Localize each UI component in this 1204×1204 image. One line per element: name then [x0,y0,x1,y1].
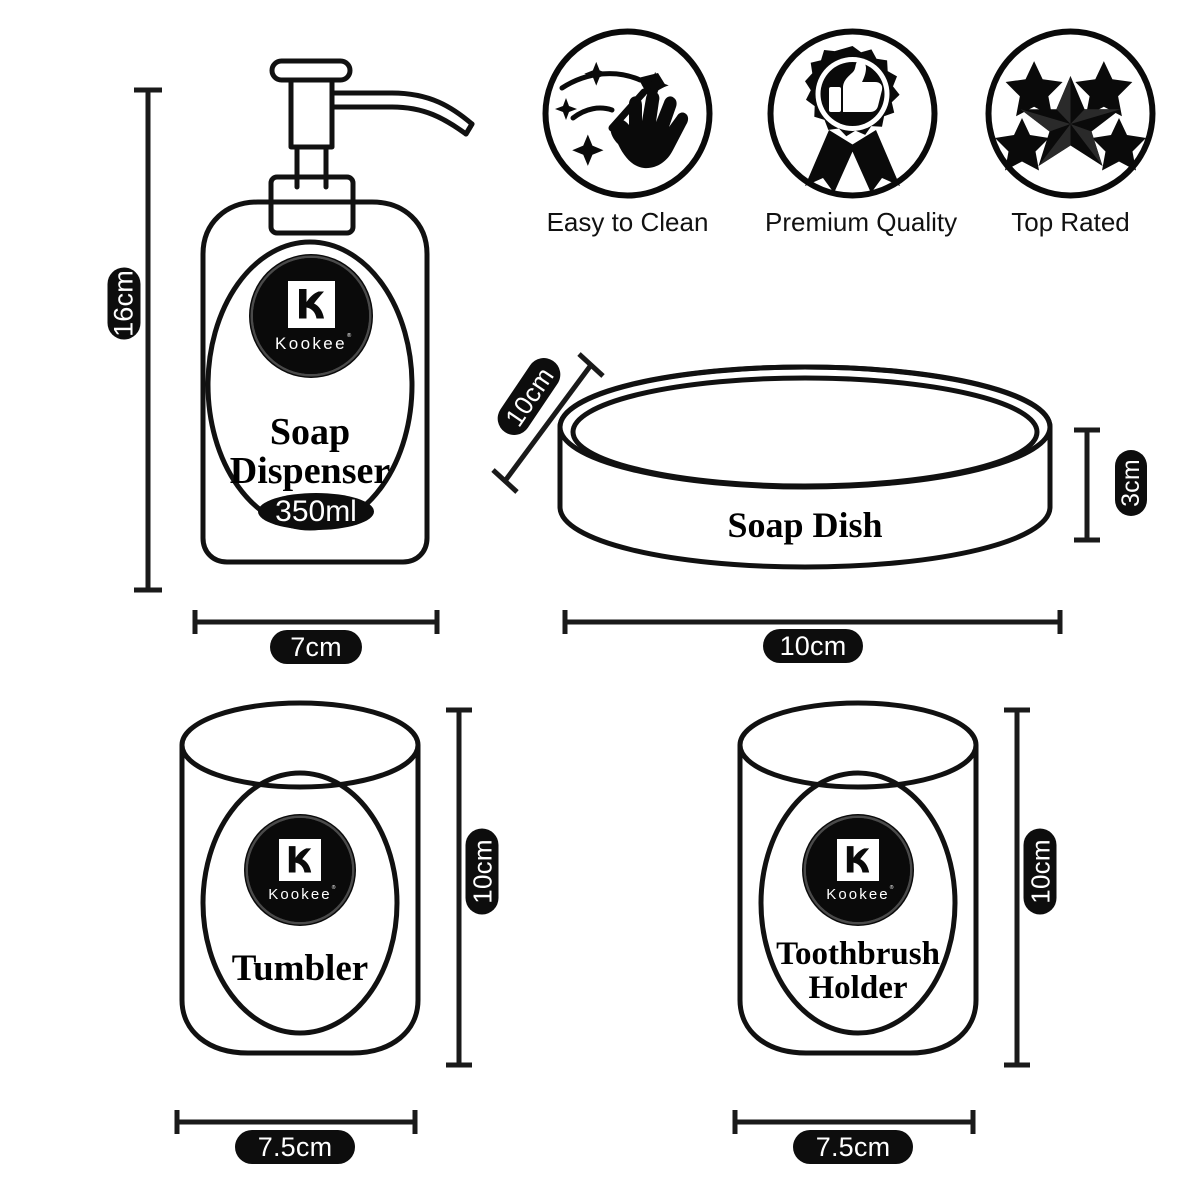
tumbler-width-label: 7.5cm [235,1130,355,1164]
tumbler-illustration [179,700,421,1056]
feature-label-top-rated: Top Rated [1011,207,1130,237]
tumbler-caption: Tumbler [231,948,369,989]
feature-easy-to-clean: Easy to Clean [540,26,715,238]
soap-dispenser-height-label: 16cm [107,267,141,340]
feature-label-easy-to-clean: Easy to Clean [546,207,709,237]
soap-dispenser-width-dimension-line [192,610,440,634]
kookee-k-monogram-icon [837,838,879,881]
tumbler-height-label: 10cm [465,828,499,915]
kookee-k-monogram-icon [287,280,335,328]
kookee-k-monogram-icon [279,838,321,881]
toothbrush-holder-illustration [737,700,979,1056]
toothbrush-holder-width-label: 7.5cm [793,1130,913,1164]
soap-dish-width-dimension-line [562,610,1063,634]
soap-dispenser-width-label: 7cm [270,630,362,664]
soap-dish-depth-dimension-line [491,352,605,494]
feature-label-premium-quality: Premium Quality [765,207,958,237]
tumbler-width-dimension-line [174,1110,418,1134]
registered-mark: ® [331,884,336,891]
soap-dish-height-dimension-line [1074,427,1100,543]
toothbrush-holder-height-label: 10cm [1023,828,1057,915]
soap-dispenser-caption: Soap Dispenser [229,411,391,492]
soap-dish-width-label: 10cm [763,629,863,663]
feature-top-rated: Top Rated [983,26,1158,238]
kookee-logo-soap-dispenser: Kookee® [253,258,369,374]
soap-dish-illustration [557,364,1053,570]
soap-dispenser-height-dimension-line [134,87,162,593]
kookee-logo-toothbrush-holder: Kookee® [806,818,910,922]
toothbrush-holder-width-dimension-line [732,1110,976,1134]
toothbrush-holder-height-dimension-line [1004,707,1030,1068]
registered-mark: ® [889,884,894,891]
tumbler-height-dimension-line [446,707,472,1068]
hand-wipe-sparkle-icon [542,28,713,199]
kookee-wordmark-tumbler: Kookee® [268,884,336,903]
kookee-wordmark-soap-dispenser: Kookee® [275,332,352,353]
award-ribbon-thumbs-up-icon [767,28,938,199]
kookee-wordmark-toothbrush-holder: Kookee® [826,884,894,903]
five-stars-icon [985,28,1156,199]
feature-premium-quality: Premium Quality [765,26,958,238]
toothbrush-holder-caption: Toothbrush Holder [776,936,940,1006]
soap-dish-height-label: 3cm [1115,450,1147,516]
registered-mark: ® [347,332,352,339]
kookee-logo-tumbler: Kookee® [248,818,352,922]
soap-dish-caption: Soap Dish [727,505,883,545]
soap-dispenser-volume-badge: 350ml [258,493,374,530]
